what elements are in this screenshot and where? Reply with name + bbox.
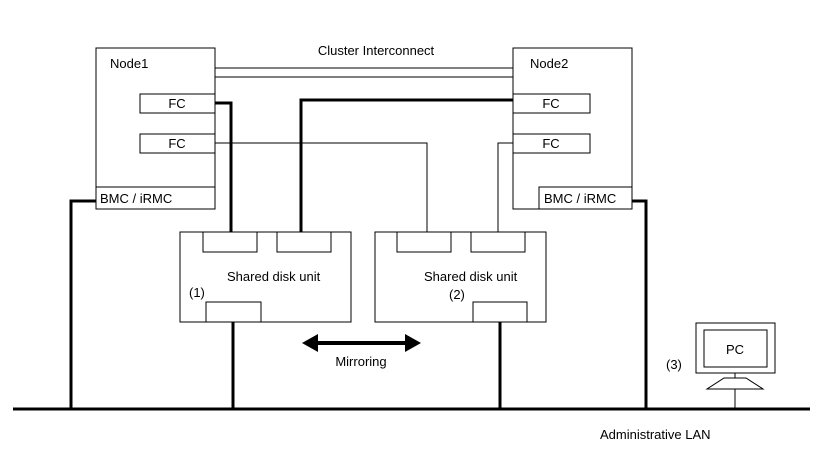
shared-disk-unit-2-number: (2) — [449, 287, 465, 302]
node1-fc-port-1-label: FC — [168, 96, 185, 111]
cluster-interconnect-label: Cluster Interconnect — [318, 43, 435, 58]
cluster-interconnect — [215, 67, 513, 78]
shared-disk-unit-1-number: (1) — [189, 285, 205, 300]
fc-link-node2-disk1 — [299, 98, 513, 232]
shared-disk-unit-1-label: Shared disk unit — [227, 269, 321, 284]
shared-disk-unit-2-label: Shared disk unit — [424, 269, 518, 284]
node2-bmc-irmc: BMC / iRMC — [538, 186, 633, 210]
lan-connections — [69, 199, 736, 409]
node2-fc-port-2-label: FC — [542, 136, 559, 151]
administrative-lan-label: Administrative LAN — [600, 427, 711, 442]
node2-fc-port-1: FC — [512, 93, 591, 114]
node1-bmc-irmc: BMC / iRMC — [95, 186, 216, 210]
pc-icon: PC — [695, 322, 776, 390]
mirroring-arrow — [302, 334, 421, 352]
pc-label: PC — [726, 342, 744, 357]
node2: Node2 FC FC BMC / iRMC — [512, 47, 633, 210]
node2-fc-port-2: FC — [512, 133, 591, 154]
fc-connections — [215, 98, 513, 232]
shared-disk-unit-2: Shared disk unit (2) — [374, 231, 547, 323]
node1-title: Node1 — [110, 56, 148, 71]
node1-bmc-irmc-label: BMC / iRMC — [100, 191, 172, 206]
node1-fc-port-2-label: FC — [168, 136, 185, 151]
node2-bmc-irmc-label: BMC / iRMC — [544, 191, 616, 206]
node1: Node1 FC FC BMC / iRMC — [95, 47, 216, 210]
node1-fc-port-1: FC — [139, 93, 216, 114]
pc-number: (3) — [666, 357, 682, 372]
lan-link-node2-bmc — [632, 199, 648, 409]
mirroring-label: Mirroring — [335, 354, 386, 369]
node2-title: Node2 — [530, 56, 568, 71]
fc-link-node1-disk2 — [215, 142, 428, 232]
fc-link-node1-disk1 — [215, 101, 233, 232]
fc-link-node2-disk2 — [497, 142, 513, 232]
lan-link-node1-bmc — [69, 199, 96, 409]
shared-disk-unit-1: Shared disk unit (1) — [179, 231, 352, 323]
node2-fc-port-1-label: FC — [542, 96, 559, 111]
node1-fc-port-2: FC — [139, 133, 216, 154]
